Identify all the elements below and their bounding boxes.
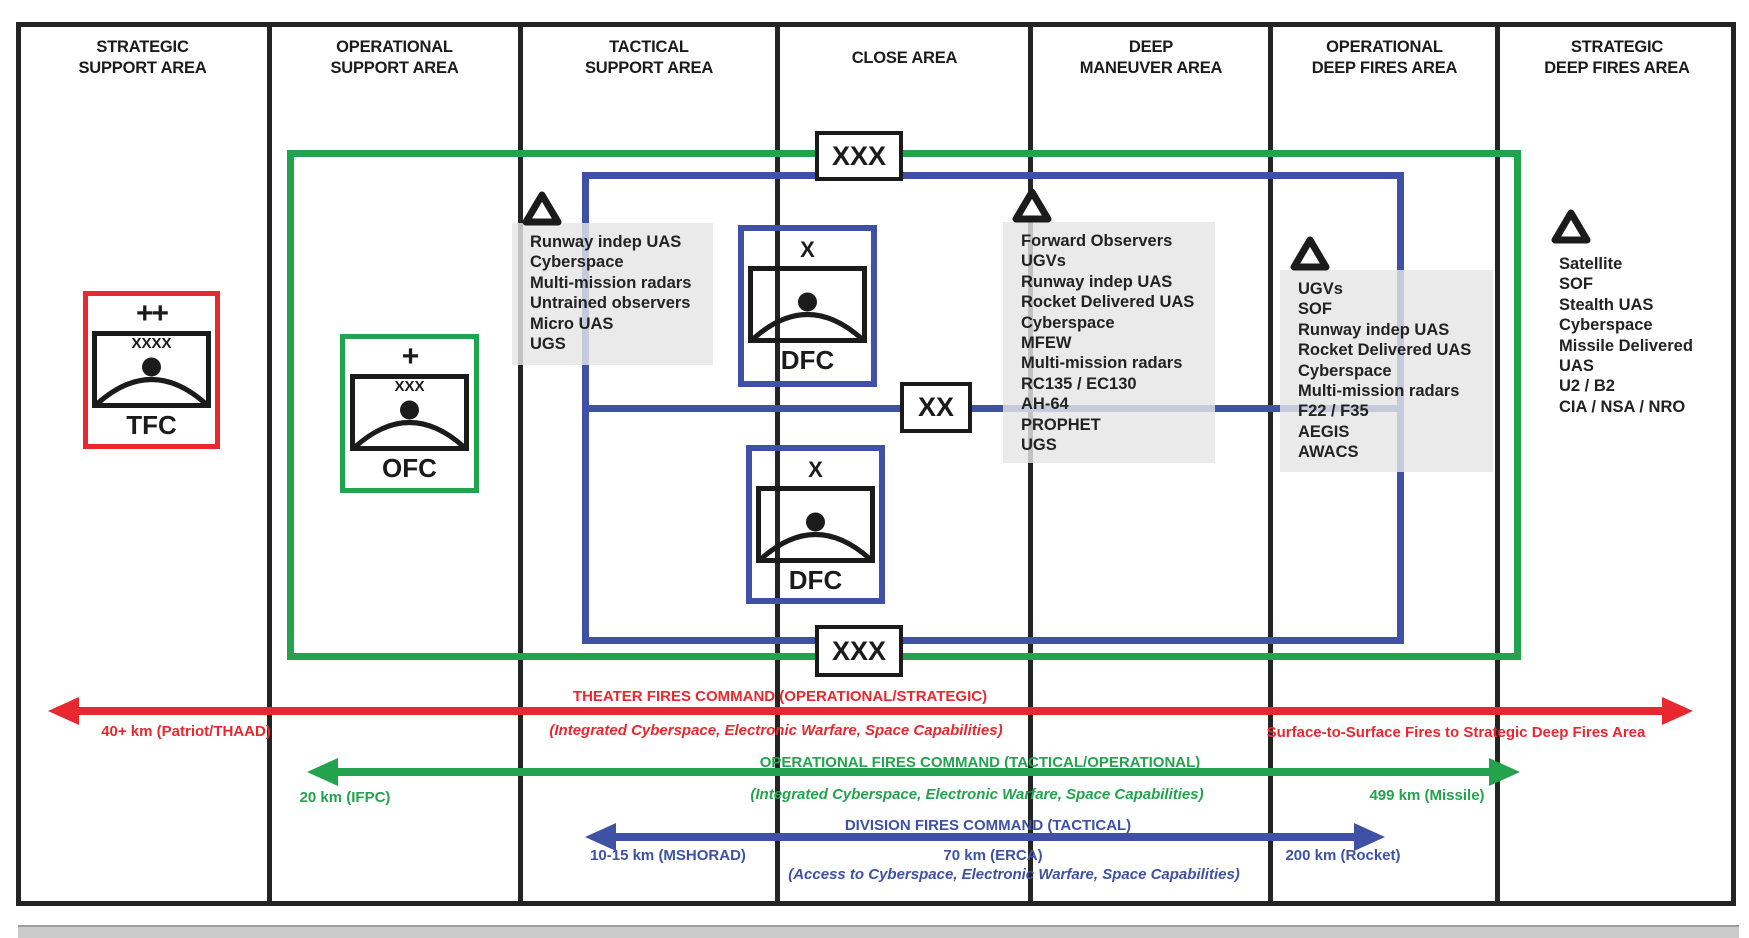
- theater-range-right: Surface-to-Surface Fires to Strategic De…: [1266, 724, 1646, 741]
- capability-item: Forward Observers: [1021, 232, 1173, 250]
- capability-item: AH-64: [1021, 395, 1069, 414]
- capability-item: U2 / B2: [1559, 377, 1615, 396]
- theater-fires-arrow: [48, 697, 1693, 725]
- area-header-deep-maneuver: DEEP MANEUVER AREA: [1079, 38, 1223, 77]
- capability-item: MFEW: [1021, 334, 1072, 353]
- area-header-strategic-deep-fires: STRATEGIC DEEP FIRES AREA: [1544, 38, 1690, 77]
- echelon-mark: X: [808, 457, 823, 482]
- unit-dfc-north: X DFC: [738, 225, 877, 387]
- unit-label: OFC: [382, 453, 437, 483]
- unit-label: TFC: [126, 410, 177, 440]
- diagram-frame: [16, 22, 1736, 906]
- capability-item: Multi-mission radars: [1021, 354, 1183, 373]
- capability-item: Missile Delivered UAS: [1559, 336, 1693, 376]
- fires-unit-symbol: [756, 486, 875, 563]
- capability-item: AWACS: [1298, 443, 1359, 462]
- capability-item: Cyberspace: [1021, 313, 1115, 332]
- capability-item: F22 / F35: [1298, 402, 1369, 421]
- division-fires-title: DIVISION FIRES COMMAND (TACTICAL): [844, 817, 1132, 834]
- unit-label: DFC: [788, 565, 843, 595]
- area-header-strategic-support: STRATEGIC SUPPORT AREA: [78, 38, 207, 77]
- bottom-scroll-bar: [18, 925, 1739, 938]
- area-header-close: CLOSE AREA: [851, 48, 958, 67]
- theater-fires-subtitle: (Integrated Cyberspace, Electronic Warfa…: [549, 722, 1003, 739]
- capability-item: Rocket Delivered UAS: [1298, 341, 1472, 360]
- echelon-mark: ++: [135, 297, 169, 330]
- echelon-box-xxx-north: XXX: [815, 131, 903, 181]
- division-fires-arrow: [585, 823, 1385, 851]
- capability-item: SOF: [1298, 300, 1332, 319]
- operational-fires-command-boundary: [287, 150, 1521, 660]
- capability-item: CIA / NSA / NRO: [1559, 397, 1686, 416]
- column-divider-2: [518, 22, 523, 906]
- capability-item: Stealth UAS: [1559, 295, 1654, 314]
- column-divider-3: [775, 22, 780, 906]
- column-divider-5: [1268, 22, 1273, 906]
- capability-item: Runway indep UAS: [530, 233, 682, 251]
- capability-item: Rocket Delivered UAS: [1021, 293, 1195, 312]
- capability-item: Runway indep UAS: [1021, 272, 1173, 291]
- theater-range-left: 40+ km (Patriot/THAAD): [101, 723, 271, 740]
- capability-item: Micro UAS: [530, 314, 614, 333]
- observer-triangle-icon: [522, 191, 562, 226]
- area-header-tactical-support: TACTICAL SUPPORT AREA: [584, 38, 714, 77]
- unit-ofc: + XXX OFC: [340, 334, 479, 493]
- capability-item: UGS: [1021, 436, 1057, 455]
- capability-item: AEGIS: [1298, 422, 1350, 441]
- column-divider-1: [267, 22, 272, 906]
- division-boundary-line: [582, 405, 1404, 412]
- echelon-box-xx: XX: [900, 382, 972, 433]
- observer-triangle-icon: [1012, 188, 1052, 223]
- capability-item: Untrained observers: [530, 294, 691, 313]
- echelon-mark: X: [800, 237, 815, 262]
- observer-triangle-icon: [1290, 236, 1330, 271]
- capability-item: Cyberspace: [1559, 316, 1653, 335]
- operational-fires-title: OPERATIONAL FIRES COMMAND (TACTICAL/OPER…: [759, 754, 1201, 771]
- division-range-left: 10-15 km (MSHORAD): [590, 847, 746, 864]
- column-divider-4: [1028, 22, 1033, 906]
- area-header-operational-support: OPERATIONAL SUPPORT AREA: [330, 38, 459, 77]
- capability-item: RC135 / EC130: [1021, 374, 1137, 393]
- capability-item: Multi-mission radars: [1298, 382, 1460, 401]
- theater-fires-title: THEATER FIRES COMMAND (OPERATIONAL/STRAT…: [572, 688, 988, 705]
- observer-triangle-icon: [1551, 209, 1591, 244]
- division-fires-subtitle: (Access to Cyberspace, Electronic Warfar…: [788, 866, 1240, 883]
- unit-dfc-south: X DFC: [746, 445, 885, 604]
- operational-range-left: 20 km (IFPC): [299, 789, 391, 806]
- operational-fires-arrow: [307, 758, 1520, 786]
- column-divider-6: [1495, 22, 1500, 906]
- fires-unit-symbol: XXX: [350, 374, 469, 451]
- operational-range-right: 499 km (Missile): [1369, 787, 1485, 804]
- division-range-mid: 70 km (ERCA): [943, 847, 1043, 864]
- unit-tfc: ++ XXXX TFC: [83, 291, 220, 449]
- capability-item: UGVs: [1298, 280, 1343, 298]
- fires-unit-symbol: [748, 266, 867, 343]
- unit-label: DFC: [780, 345, 835, 375]
- capability-item: Cyberspace: [530, 253, 624, 272]
- capability-item: Multi-mission radars: [530, 273, 692, 292]
- capability-item: UGS: [530, 335, 566, 354]
- division-range-right: 200 km (Rocket): [1285, 847, 1401, 864]
- fires-unit-symbol: XXXX: [92, 331, 211, 408]
- echelon-mark: +: [401, 340, 419, 373]
- capability-item: Cyberspace: [1298, 361, 1392, 380]
- capability-item: Satellite: [1559, 255, 1623, 273]
- capability-item: UGVs: [1021, 252, 1066, 271]
- capability-item: Runway indep UAS: [1298, 320, 1450, 339]
- frame-echelon-code: XXXX: [131, 335, 172, 352]
- area-header-operational-deep-fires: OPERATIONAL DEEP FIRES AREA: [1311, 38, 1458, 77]
- frame-echelon-code: XXX: [394, 378, 425, 395]
- capability-item: PROPHET: [1021, 415, 1101, 434]
- capability-item: SOF: [1559, 275, 1593, 294]
- echelon-box-xxx-south: XXX: [815, 625, 903, 677]
- operational-fires-subtitle: (Integrated Cyberspace, Electronic Warfa…: [750, 786, 1204, 803]
